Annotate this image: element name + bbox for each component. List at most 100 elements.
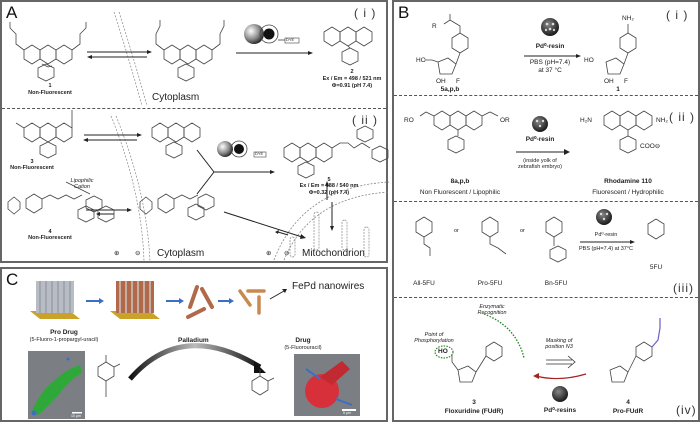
compound-3-cytoplasm-structure [151, 122, 201, 159]
compound-2-phi: Φ=0.91 (pH 7.4) [331, 83, 373, 89]
palladium-curved-arrow [128, 343, 266, 381]
compound-1-label: Non-Fluorescent [28, 90, 72, 96]
panel-c: C [0, 267, 388, 422]
b-iii-pro-5fu-structure [481, 216, 507, 255]
b-i-OH-left: OH [436, 78, 446, 85]
compound-5-exem: Ex / Em = 488 / 540 nm [299, 183, 359, 189]
b-ii-condition-1: (inside yolk of [523, 158, 557, 164]
nanowires-pointer-arrow [269, 289, 287, 300]
reaction-arrow-b-i [524, 54, 581, 58]
dye-tag-i: DYE [286, 37, 295, 42]
compound-1-cytoplasm-structure [155, 20, 225, 82]
panel-b-part-i-label: ( i ) [666, 8, 689, 22]
b-i-product-structure [605, 24, 637, 75]
panel-b-divider-3 [394, 297, 698, 298]
equilibrium-arrows-iv [86, 208, 132, 216]
equilibrium-arrows-top [87, 50, 152, 59]
b-ii-group-RO: RO [404, 117, 414, 124]
cell-membrane-top [110, 11, 151, 263]
pd-catalyst-bead-i [244, 24, 300, 44]
compound-2-structure [323, 26, 373, 66]
sem-image-prodrug [28, 351, 85, 419]
process-arrow-2 [166, 298, 184, 304]
panel-a-part-ii-label: ( ii ) [352, 113, 378, 127]
panel-a-part-i-label: ( i ) [354, 6, 377, 20]
b-iv-masking: Masking of position N3 [545, 338, 573, 350]
prodrug-structure [97, 355, 121, 397]
panel-b-divider-2 [394, 201, 698, 202]
pd-catalyst-bead-ii [217, 140, 267, 158]
b-i-product-NH2: NH₂ [622, 15, 634, 22]
b-iv-compound-4-name: Pro-FUdR [612, 408, 644, 415]
b-i-product-label: 1 [616, 86, 620, 93]
dye-tag-ii: DYE [255, 151, 264, 156]
compound-5-structure [283, 125, 389, 179]
drug-title: Drug [295, 337, 311, 344]
b-iv-enzymatic-recognition: Enzymatic Recognition [477, 304, 507, 316]
palladium-label: Palladium [178, 337, 209, 344]
b-iii-or-2: or [520, 228, 525, 234]
compound-5-number: 5 [327, 177, 331, 183]
compound-4-label: Non-Fluorescent [28, 235, 72, 241]
deprotection-red-arrow [533, 373, 587, 380]
masking-double-arrow [546, 355, 576, 369]
process-arrow-1 [86, 298, 104, 304]
fepd-nanowires-label: FePd nanowires [292, 281, 365, 292]
sem-image-drug [294, 354, 360, 416]
panel-c-label: C [6, 270, 19, 289]
b-iii-reagent: Pd⁰-resin [594, 232, 618, 238]
process-arrow-3 [218, 298, 234, 304]
b-iv-compound-3-name: Floxuridine (FUdR) [444, 408, 504, 415]
b-ii-reactant-structure [419, 110, 499, 154]
b-i-reactant-label: 5a,p,b [440, 86, 460, 93]
pd-resin-bead-i [541, 18, 559, 36]
compound-3-number: 3 [30, 159, 34, 165]
reaction-arrow-b-iii [580, 240, 635, 244]
template-array-copper [110, 281, 160, 319]
panel-b-label: B [398, 3, 410, 22]
panel-a-divider [2, 108, 386, 109]
b-iii-bn-5fu-structure [545, 216, 567, 263]
panel-b-part-ii-label: ( ii ) [669, 110, 695, 124]
b-i-reagent: Pd⁰-resin [535, 43, 565, 50]
lipophilic-cation-label: Lipophilic Cation [70, 178, 94, 190]
compound-4-cytoplasm-structure [139, 193, 215, 221]
b-ii-reactant-desc: Non Fluorescent / Lipophilic [419, 189, 501, 196]
b-i-reactant-structure [426, 14, 469, 75]
panel-a-drawings [7, 11, 390, 263]
compound-1-number: 1 [48, 83, 52, 89]
charge-plus-left: ⊕ [114, 250, 120, 257]
compound-2-number: 2 [350, 69, 354, 75]
panel-b: B ( i ) ( ii ) (iii) (iv) [392, 0, 700, 422]
reaction-arrow-i [236, 51, 313, 55]
b-iii-compound-bn-5fu: Bn-5FU [544, 280, 568, 287]
b-iv-pro-fudr-structure [609, 318, 661, 383]
b-ii-product-desc: Fluorescent / Hydrophilic [592, 189, 664, 196]
b-iv-HO-highlight: HO [438, 348, 448, 355]
b-i-F-left: F [456, 78, 460, 85]
b-iv-compound-4-number: 4 [626, 399, 630, 406]
mitochondrion-shape [273, 181, 390, 261]
b-iii-product-label: 5FU [649, 264, 663, 271]
pd-resin-bead-iii [596, 209, 612, 225]
charge-minus-left: ⊖ [135, 250, 141, 257]
prodrug-title: Pro Drug [50, 329, 78, 336]
b-iii-all-5fu-structure [415, 216, 433, 256]
b-i-F-right: F [624, 78, 628, 85]
released-nanowires [186, 285, 214, 319]
panel-c-drawings [28, 281, 360, 419]
b-ii-product-structure [603, 110, 653, 154]
b-i-reactant-R: R [432, 23, 437, 30]
pd-resin-bead-ii [532, 116, 548, 132]
b-iii-compound-all-5fu: All-5FU [413, 280, 435, 287]
compound-3-structure [15, 110, 73, 159]
converging-arrows [196, 149, 275, 195]
compound-3-label: Non-Fluorescent [10, 165, 54, 171]
panel-a-label: A [6, 3, 18, 22]
b-ii-reactant-label: 8a,p,b [450, 178, 470, 185]
prodrug-subtitle: (5-Fluoro-1-propargyl-uracil) [29, 337, 99, 343]
b-iv-floxuridine-structure [434, 313, 525, 383]
b-ii-reagent: Pd⁰-resin [525, 136, 555, 143]
equilibrium-arrows-ii [83, 133, 142, 142]
lipophilic-bracket [65, 181, 91, 195]
